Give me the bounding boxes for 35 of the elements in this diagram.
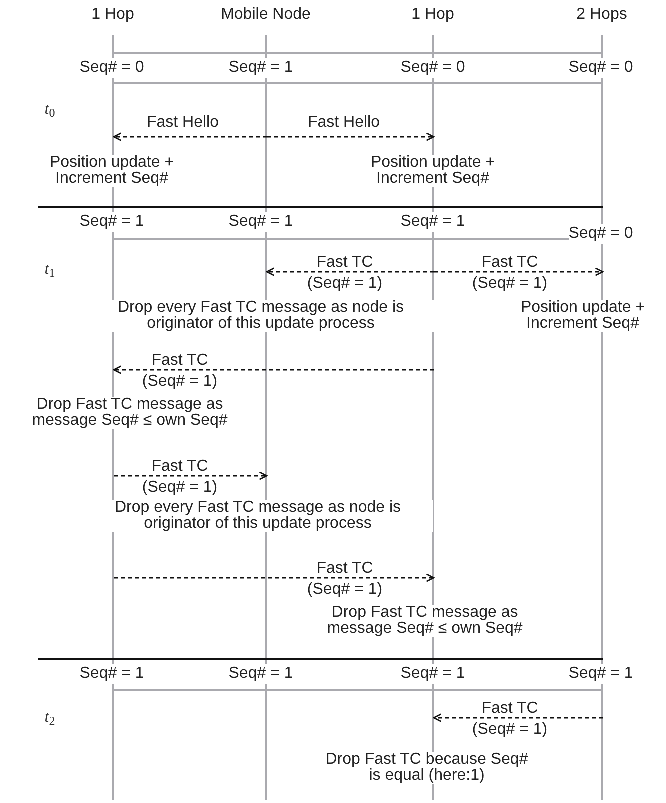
message-arrow [114,472,268,480]
sequence-number: Seq# = 1 [400,664,466,684]
sequence-number: Seq# = 1 [80,212,144,232]
sequence-number: Seq# = 1 [228,58,294,78]
time-label: t$_{1}$ [44,260,56,280]
edge-label: Fast Hello [306,113,382,133]
sequence-number: Seq# = 0 [568,224,634,244]
edge-label: Fast TC (Seq# = 1) [471,253,549,294]
time-label: t$_{2}$ [44,708,56,728]
message-arrow [114,574,435,582]
sequence-number: Seq# = 1 [228,664,294,684]
message-arrow [433,714,603,722]
time-label: t$_{0}$ [44,100,56,120]
message-arrow [113,366,434,374]
edge-label: Fast TC (Seq# = 1) [141,457,219,498]
lifeline-label: 2 Hops [576,5,628,25]
sequence-number: Seq# = 1 [400,212,466,232]
lifeline-label: 1 Hop [92,5,134,25]
sequence-number: Seq# = 1 [228,212,294,232]
message-arrow [113,132,267,142]
sequence-number: Seq# = 1 [80,664,144,684]
sequence-number: Seq# = 0 [400,58,466,78]
edge-label: Fast TC (Seq# = 1) [471,699,549,740]
edge-label: Fast TC (Seq# = 1) [306,559,384,600]
sequence-number: Seq# = 0 [80,58,144,78]
message-arrow [266,268,434,276]
message-arrow [267,132,435,142]
lifeline-label: Mobile Node [221,5,311,25]
edge-label: Fast TC (Seq# = 1) [141,351,219,392]
edge-label: Fast TC (Seq# = 1) [306,253,384,294]
sequence-number: Seq# = 0 [568,58,634,78]
edge-label: Fast Hello [146,113,220,133]
message-arrow [434,268,604,276]
sequence-number: Seq# = 1 [568,664,634,684]
lifeline-label: 1 Hop [412,5,454,25]
